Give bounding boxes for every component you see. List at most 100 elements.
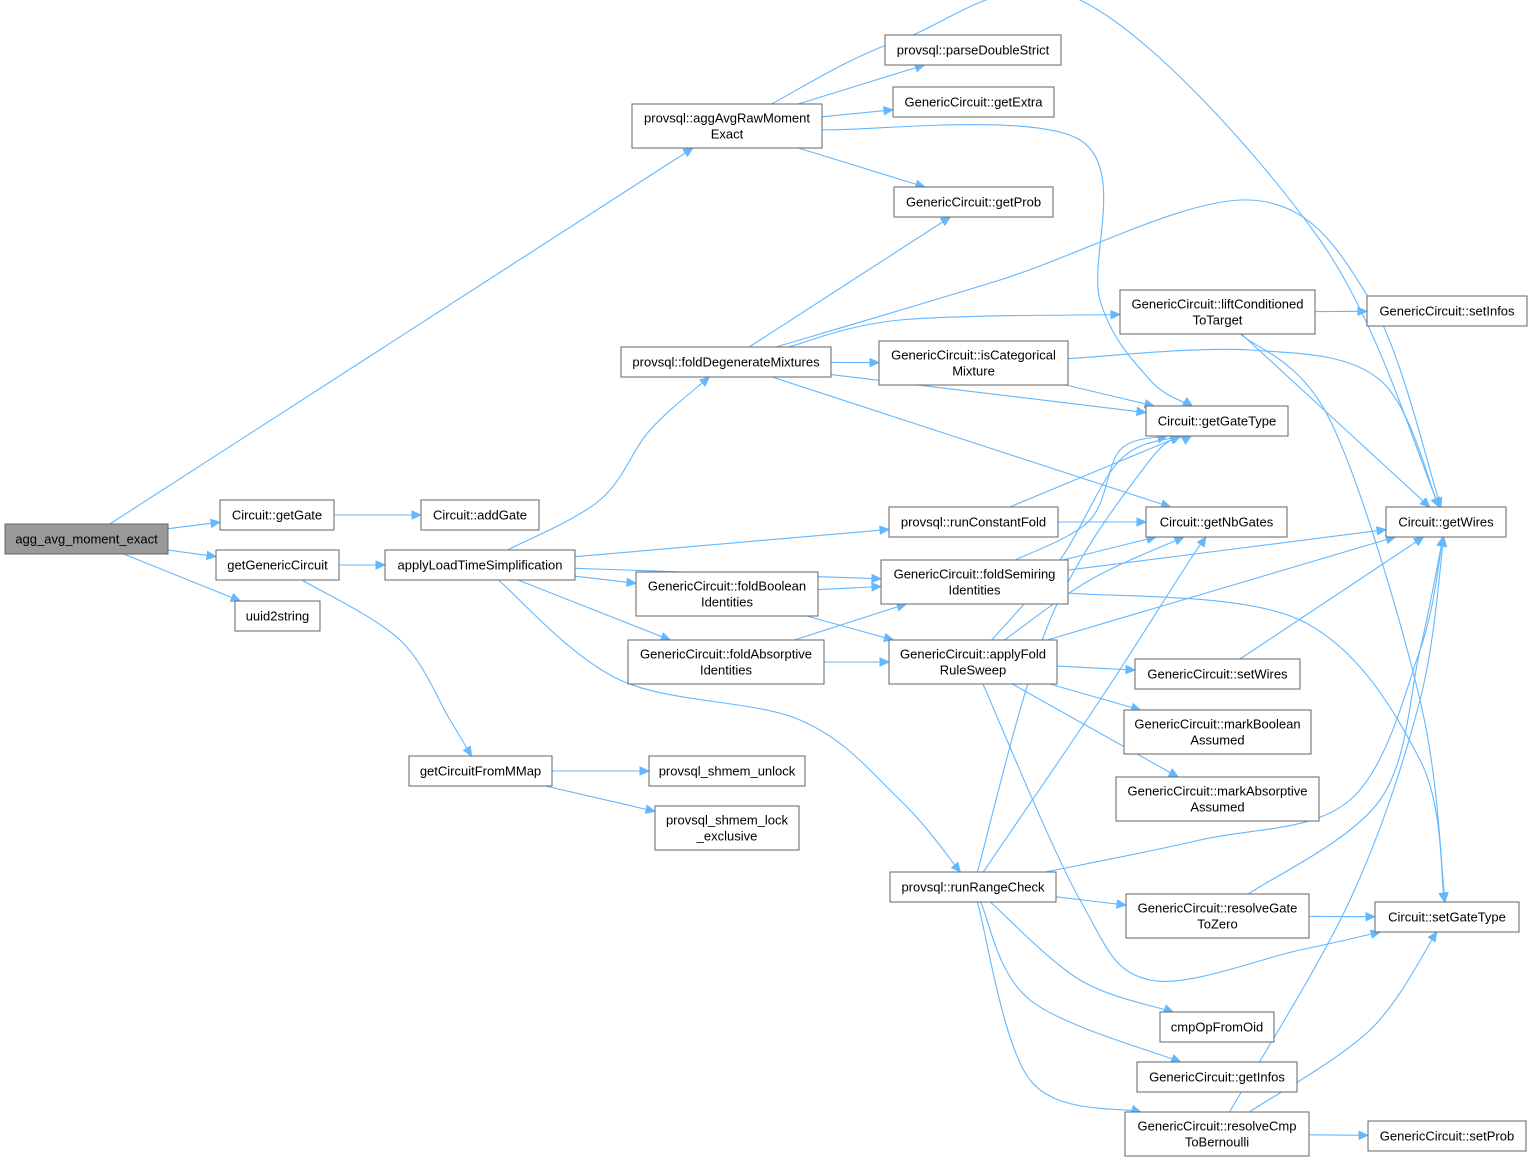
node-getCircuitFromMMap[interactable]: getCircuitFromMMap <box>408 755 553 787</box>
node-label: GenericCircuit::foldSemiring <box>894 567 1056 582</box>
arrowhead-icon <box>1167 768 1180 778</box>
node-label: RuleSweep <box>940 663 1007 678</box>
node-box <box>1115 776 1320 822</box>
call-edge-setWires-to-getWires <box>1239 536 1425 660</box>
node-label: _exclusive <box>696 829 758 844</box>
call-edge-getGenericCircuit-to-applyLoadTimeSimplification <box>338 560 387 570</box>
call-edge-getGenericCircuit-to-getCircuitFromMMap <box>301 579 473 758</box>
node-label: GenericCircuit::isCategorical <box>891 348 1056 363</box>
node-label: ToBernoulli <box>1185 1135 1249 1150</box>
call-edge-liftConditioned-to-getWires <box>1241 333 1431 508</box>
node-label: Circuit::getWires <box>1398 515 1494 530</box>
node-label: applyLoadTimeSimplification <box>398 558 563 573</box>
node-agg_avg_moment_exact[interactable]: agg_avg_moment_exact <box>4 523 169 555</box>
node-getGateType[interactable]: Circuit::getGateType <box>1145 405 1289 437</box>
node-foldDegenerateMixtures[interactable]: provsql::foldDegenerateMixtures <box>620 346 832 378</box>
node-runConstantFold[interactable]: provsql::runConstantFold <box>888 506 1059 538</box>
node-label: cmpOpFromOid <box>1171 1020 1263 1035</box>
call-edge-agg_avg_moment_exact-to-aggAvgRawMomentExact <box>109 147 694 525</box>
arrowhead-icon <box>1437 535 1448 548</box>
node-getNbGates[interactable]: Circuit::getNbGates <box>1145 506 1288 538</box>
node-box <box>654 805 800 851</box>
node-box <box>648 755 806 787</box>
node-box <box>1145 405 1289 437</box>
node-label: GenericCircuit::getExtra <box>905 95 1044 110</box>
node-getInfos[interactable]: GenericCircuit::getInfos <box>1136 1061 1298 1093</box>
arrowhead-icon <box>205 550 218 561</box>
arrowhead-icon <box>1180 435 1193 445</box>
node-uuid2string[interactable]: uuid2string <box>234 600 321 632</box>
node-shmemUnlock[interactable]: provsql_shmem_unlock <box>648 755 806 787</box>
arrowhead-icon <box>879 525 891 535</box>
node-circuitGetGate[interactable]: Circuit::getGate <box>219 499 335 531</box>
node-label: Circuit::getGateType <box>1158 414 1277 429</box>
node-box <box>1134 658 1301 690</box>
node-box <box>1367 1120 1527 1152</box>
call-edge-foldDegenerateMixtures-to-getWires <box>775 199 1443 509</box>
node-label: GenericCircuit::setProb <box>1380 1129 1514 1144</box>
node-getExtra[interactable]: GenericCircuit::getExtra <box>892 86 1055 118</box>
node-runRangeCheck[interactable]: provsql::runRangeCheck <box>889 871 1057 903</box>
node-setProb[interactable]: GenericCircuit::setProb <box>1367 1120 1527 1152</box>
node-box <box>1119 289 1316 335</box>
arrowhead-icon <box>1125 664 1137 675</box>
call-edge-agg_avg_moment_exact-to-getGenericCircuit <box>167 549 218 561</box>
call-edge-liftConditioned-to-setInfos <box>1314 306 1369 317</box>
node-box <box>889 871 1057 903</box>
call-edge-aggAvgRawMomentExact-to-getExtra <box>821 105 895 118</box>
node-box <box>1136 1061 1298 1093</box>
node-box <box>1159 1011 1275 1043</box>
node-box <box>1145 506 1288 538</box>
node-getGenericCircuit[interactable]: getGenericCircuit <box>215 549 340 581</box>
call-edge-foldDegenerateMixtures-to-liftConditioned <box>787 309 1122 348</box>
node-applyLoadTimeSimplification[interactable]: applyLoadTimeSimplification <box>384 549 576 581</box>
arrowhead-icon <box>1173 536 1185 546</box>
arrowhead-icon <box>1181 396 1194 407</box>
call-edge-resolveCmp-to-getWires <box>1229 535 1448 1113</box>
arrowhead-icon <box>699 376 711 387</box>
node-parseDoubleStrict[interactable]: provsql::parseDoubleStrict <box>884 34 1062 66</box>
node-shmemLockExclusive[interactable]: provsql_shmem_lock_exclusive <box>654 805 800 851</box>
node-box <box>893 186 1054 218</box>
node-getProb[interactable]: GenericCircuit::getProb <box>893 186 1054 218</box>
call-edge-foldDegenerateMixtures-to-getGateType <box>830 374 1148 417</box>
arrowhead-icon <box>626 577 638 587</box>
call-edge-circuitGetGate-to-addGate <box>334 510 423 520</box>
node-label: getGenericCircuit <box>227 558 328 573</box>
node-label: ToTarget <box>1193 313 1243 328</box>
node-setGateType[interactable]: Circuit::setGateType <box>1374 901 1520 933</box>
node-label: GenericCircuit::resolveCmp <box>1138 1119 1297 1134</box>
node-cmpOpFromOid[interactable]: cmpOpFromOid <box>1159 1011 1275 1043</box>
node-box <box>1374 901 1520 933</box>
arrowhead-icon <box>1438 891 1448 904</box>
call-edge-foldSemiring-to-getGateType <box>1015 434 1168 561</box>
call-edge-agg_avg_moment_exact-to-circuitGetGate <box>167 518 222 530</box>
node-box <box>4 523 169 555</box>
call-edge-runRangeCheck-to-getNbGates <box>982 535 1207 873</box>
node-box <box>880 559 1069 605</box>
node-label: GenericCircuit::setWires <box>1147 667 1288 682</box>
node-addGate[interactable]: Circuit::addGate <box>420 499 540 531</box>
node-setWires[interactable]: GenericCircuit::setWires <box>1134 658 1301 690</box>
node-setInfos[interactable]: GenericCircuit::setInfos <box>1366 295 1528 327</box>
node-label: provsql::aggAvgRawMoment <box>644 111 810 126</box>
call-edge-foldDegenerateMixtures-to-getProb <box>748 216 952 348</box>
arrowhead-icon <box>1136 517 1148 527</box>
call-edge-foldBoolean-to-foldSemiring <box>817 582 883 592</box>
arrowhead-icon <box>950 861 962 873</box>
node-box <box>1124 1111 1310 1157</box>
node-label: Circuit::getNbGates <box>1160 515 1274 530</box>
node-getWires[interactable]: Circuit::getWires <box>1385 506 1507 538</box>
node-box <box>420 499 540 531</box>
